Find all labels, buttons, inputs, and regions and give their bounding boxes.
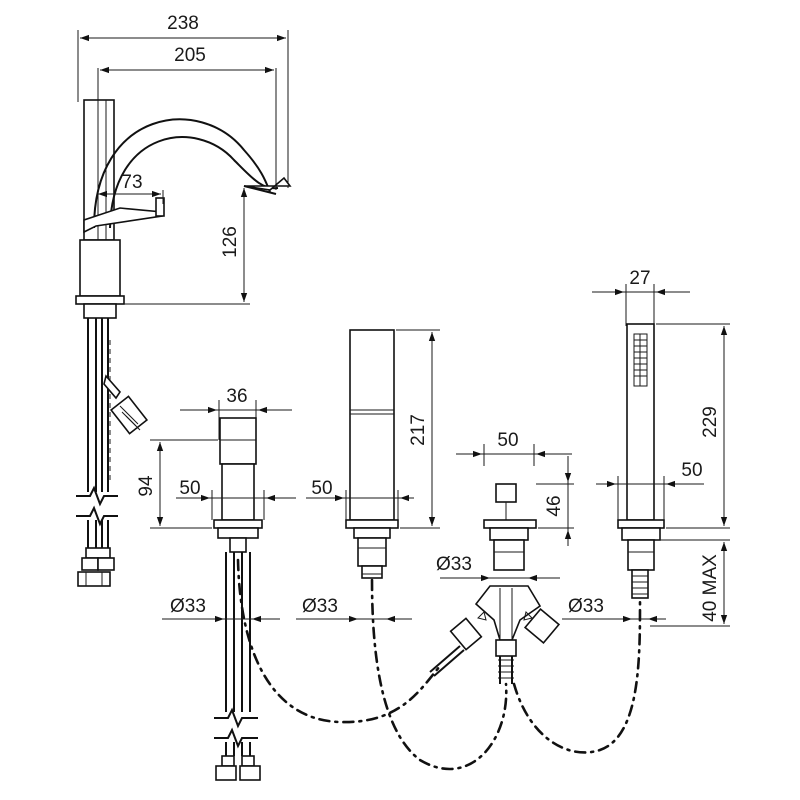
- dim-50-c: 50: [497, 430, 518, 451]
- spout-arc: [93, 118, 271, 229]
- dim-50-b: 50: [311, 478, 332, 499]
- dim-50-d: 50: [681, 460, 702, 481]
- valve-cap: [219, 417, 257, 465]
- hose-valve-to-diverter: [236, 558, 442, 724]
- hose-diverter-to-shower: [512, 598, 642, 754]
- valve-flange: [213, 519, 263, 529]
- diverter-flange: [483, 519, 537, 529]
- diverter-view: 50 46 Ø33: [429, 430, 574, 684]
- hose-spout-to-diverter: [370, 578, 508, 771]
- spout-base: [79, 239, 121, 297]
- dim-hole-4: Ø33: [568, 596, 604, 617]
- shower-nozzle-grid: [633, 333, 648, 387]
- dim-46: 46: [544, 495, 565, 516]
- dim-217: 217: [408, 414, 429, 446]
- valve-body: [221, 463, 255, 521]
- dim-hole-1: Ø33: [170, 596, 206, 617]
- dim-205: 205: [174, 45, 206, 66]
- fitting-2: [215, 755, 261, 781]
- hose-connector-1: [109, 395, 149, 435]
- diverter-outlet-right: [523, 607, 561, 645]
- dim-hole-2: Ø33: [302, 596, 338, 617]
- dim-27: 27: [629, 268, 650, 289]
- hand-shower-flange: [617, 519, 665, 529]
- valve-view: 36 94 50: [136, 386, 296, 781]
- fitting-1: [77, 547, 115, 587]
- diverter-knob: [495, 483, 517, 503]
- hand-shower-view: 27 229: [562, 268, 730, 627]
- dim-73: 73: [121, 172, 142, 193]
- spout-flange: [75, 295, 125, 305]
- dim-36: 36: [226, 386, 247, 407]
- dim-94: 94: [136, 475, 157, 497]
- dim-40-max: 40 MAX: [700, 554, 721, 622]
- hose-routing: [236, 558, 642, 771]
- spout-body-flange: [345, 519, 399, 529]
- spout-body: [349, 329, 395, 521]
- hose-thread: [631, 569, 649, 599]
- diverter-hose-end: [498, 656, 514, 684]
- dim-diverter-hole: Ø33: [436, 554, 472, 575]
- spout-body-view: 217 50 Ø33: [296, 329, 440, 623]
- dim-50-a: 50: [179, 478, 200, 499]
- dim-126: 126: [220, 226, 241, 258]
- dim-229: 229: [700, 406, 721, 438]
- mixer-spout-view: 238 205 73 126: [75, 13, 292, 587]
- dim-238: 238: [167, 13, 199, 34]
